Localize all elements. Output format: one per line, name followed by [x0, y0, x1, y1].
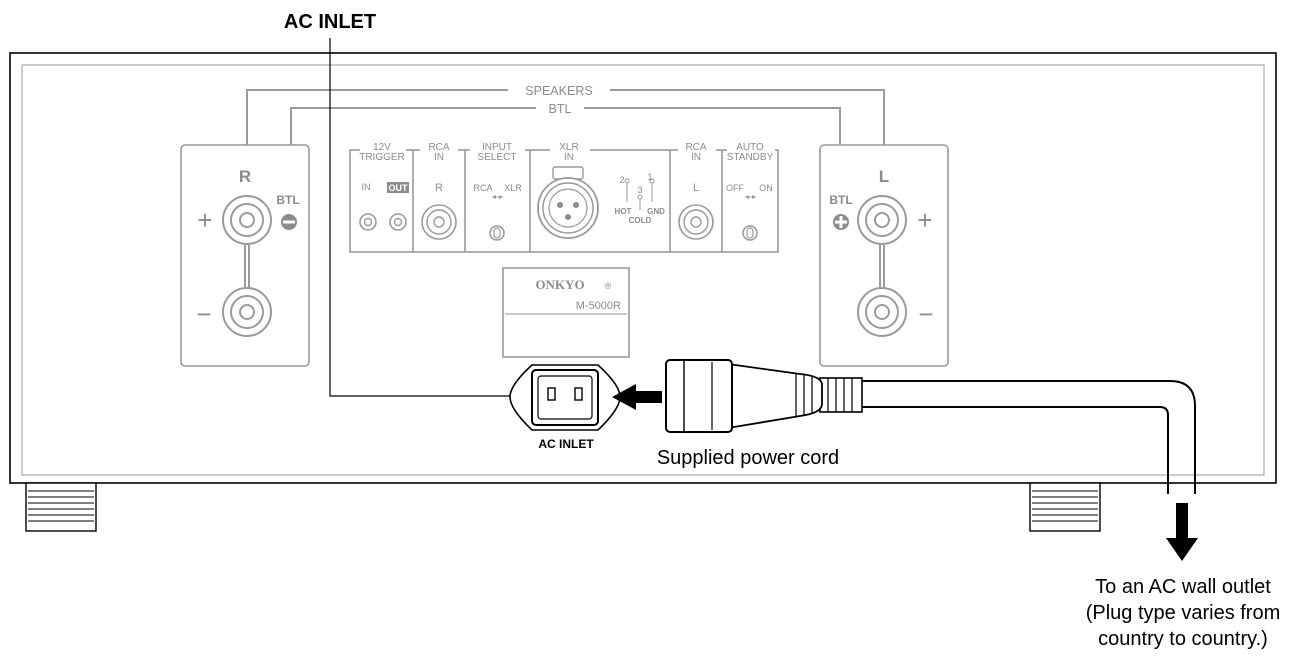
trigger-in-label: IN	[362, 182, 371, 192]
trigger-label-line2: TRIGGER	[359, 152, 405, 163]
plus-circle-icon	[833, 214, 849, 230]
rca-in-l-label-line1: RCA	[685, 142, 706, 153]
rca-in-r-label-line2: IN	[434, 152, 444, 163]
down-arrow-icon	[1166, 503, 1198, 561]
xlr-pin2-label: 2	[619, 175, 624, 185]
speaker-terminal-right: R BTL + −	[180, 144, 310, 367]
input-select-rca-label: RCA	[473, 183, 492, 193]
speakers-label: SPEAKERS	[525, 84, 592, 98]
right-minus-label: −	[196, 299, 211, 329]
rca-in-l-label-line2: IN	[691, 152, 701, 163]
trigger-out-badge	[387, 182, 409, 193]
auto-standby-label-line2: STANDBY	[727, 152, 774, 163]
ac-inlet-callout: AC INLET	[284, 11, 376, 33]
wall-outlet-note-line3: country to country.)	[1098, 628, 1268, 650]
speaker-terminal-left: L BTL + −	[819, 144, 949, 367]
switch-arrows-icon	[492, 195, 503, 199]
xlr-gnd-label: GND	[647, 207, 665, 216]
input-select-switch[interactable]	[489, 225, 505, 241]
rca-jack-left[interactable]	[678, 204, 714, 240]
power-cord-label: Supplied power cord	[657, 447, 839, 469]
xlr-pin3-label: 3	[637, 185, 642, 195]
minus-circle-icon	[281, 214, 297, 230]
xlr-cold-label: COLD	[629, 216, 652, 225]
auto-standby-on-label: ON	[759, 183, 773, 193]
binding-post-right-minus[interactable]	[222, 287, 272, 337]
trigger-out-jack[interactable]	[389, 213, 407, 231]
left-plus-label: +	[917, 205, 932, 235]
insertion-arrow-icon	[612, 384, 662, 410]
switch-arrows-icon	[745, 195, 756, 199]
binding-post-left-minus[interactable]	[857, 287, 907, 337]
left-minus-label: −	[918, 299, 933, 329]
input-select-xlr-label: XLR	[504, 183, 522, 193]
btl-left-label: BTL	[829, 193, 852, 207]
rca-jack-right[interactable]	[421, 204, 457, 240]
xlr-pin1-label: 1	[647, 172, 652, 182]
trigger-out-label: OUT	[389, 183, 409, 193]
wall-outlet-note-line1: To an AC wall outlet	[1095, 576, 1271, 598]
xlr-label-line2: IN	[564, 152, 574, 163]
nameplate	[502, 267, 630, 358]
trigger-in-jack[interactable]	[359, 213, 377, 231]
left-channel-label: L	[879, 167, 889, 186]
rca-r-label: R	[435, 182, 443, 194]
chassis-foot-right	[1029, 482, 1101, 532]
auto-standby-label-line1: AUTO	[736, 142, 764, 153]
ac-inlet[interactable]	[509, 364, 621, 431]
binding-post-left-plus[interactable]	[857, 195, 907, 245]
rca-l-label: L	[693, 182, 699, 194]
brand-logo: ONKYO	[535, 277, 584, 292]
xlr-jack[interactable]	[537, 166, 599, 239]
registered-mark: ®	[605, 281, 612, 291]
model-number: M-5000R	[576, 300, 621, 312]
binding-post-right-plus[interactable]	[222, 195, 272, 245]
right-channel-label: R	[239, 167, 251, 186]
ac-inlet-leader-line	[329, 38, 510, 397]
chassis-foot-left	[25, 482, 97, 532]
power-cord[interactable]	[665, 359, 1196, 494]
input-select-label-line1: INPUT	[482, 142, 512, 153]
input-select-label-line2: SELECT	[478, 152, 517, 163]
xlr-pinout-icon	[624, 178, 655, 210]
auto-standby-switch[interactable]	[742, 225, 758, 241]
right-plus-label: +	[197, 205, 212, 235]
ac-inlet-small-label: AC INLET	[538, 437, 594, 451]
xlr-hot-label: HOT	[615, 207, 632, 216]
btl-bus-label: BTL	[549, 102, 572, 116]
btl-right-label: BTL	[276, 193, 299, 207]
rca-in-r-label-line1: RCA	[428, 142, 449, 153]
wall-outlet-note-line2: (Plug type varies from	[1086, 602, 1281, 624]
auto-standby-off-label: OFF	[726, 183, 744, 193]
trigger-label-line1: 12V	[373, 142, 391, 153]
xlr-label-line1: XLR	[559, 142, 578, 153]
